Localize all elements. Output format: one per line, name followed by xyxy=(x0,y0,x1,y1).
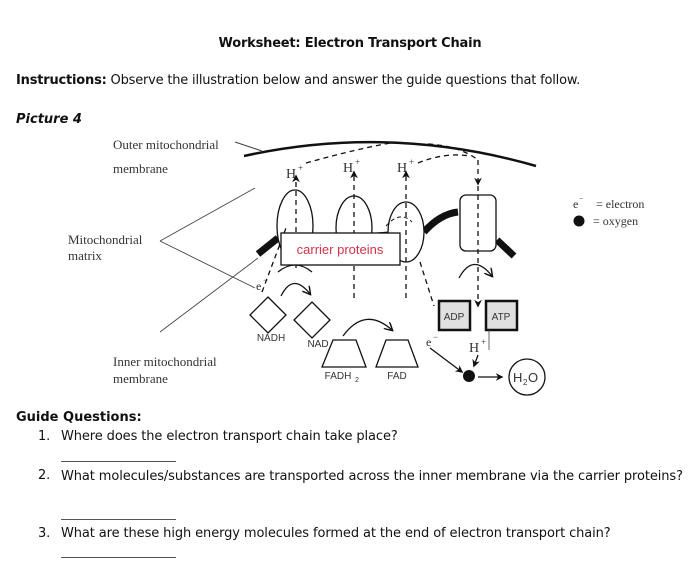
svg-text:2: 2 xyxy=(355,377,359,384)
inner-membrane-right xyxy=(421,208,459,235)
question-number: 1. xyxy=(38,429,51,444)
carrier-proteins-label: carrier proteins xyxy=(297,242,384,257)
question-text: Where does the electron transport chain … xyxy=(61,429,398,444)
legend-electron-text: = electron xyxy=(596,197,644,211)
legend: e − = electron = oxygen xyxy=(573,194,644,228)
svg-text:H: H xyxy=(397,161,407,176)
svg-text:+: + xyxy=(409,157,414,167)
svg-text:e: e xyxy=(426,335,431,349)
svg-text:H: H xyxy=(469,341,479,356)
proton-label-1: H+ xyxy=(286,163,303,182)
water-circle xyxy=(508,358,546,396)
fadh2-shape xyxy=(321,339,367,368)
svg-text:+: + xyxy=(481,337,486,347)
electron-label-1: e− xyxy=(256,275,268,293)
adp-label: ADP xyxy=(444,312,465,323)
matrix-label-2: matrix xyxy=(68,248,102,263)
inner-membrane xyxy=(255,235,281,257)
oxygen-dot xyxy=(463,370,475,382)
svg-text:−: − xyxy=(579,194,584,203)
svg-text:e: e xyxy=(256,279,261,293)
inner-membrane-label-2: membrane xyxy=(113,371,168,386)
inner-membrane-label-1: Inner mitochondrial xyxy=(113,354,217,369)
atp-synthase-curve-arrow xyxy=(458,263,492,279)
fad-label: FAD xyxy=(387,371,406,382)
matrix-leader-upper xyxy=(159,187,256,242)
svg-text:+: + xyxy=(355,157,360,167)
instructions-label: Instructions: xyxy=(16,73,107,88)
legend-oxygen-dot xyxy=(573,215,585,227)
electron-label-2: e− xyxy=(426,332,438,349)
picture-label: Picture 4 xyxy=(16,112,82,127)
outer-membrane-leader xyxy=(234,141,263,152)
answer-blank-2[interactable] xyxy=(61,519,176,520)
question-number: 2. xyxy=(38,468,51,483)
proton-label-4: H+ xyxy=(469,337,486,356)
legend-electron-symbol: e xyxy=(573,197,578,211)
svg-text:−: − xyxy=(433,332,438,342)
fadh2-curve-arrow xyxy=(342,318,392,337)
atp-label: ATP xyxy=(492,312,511,323)
svg-text:2: 2 xyxy=(523,378,528,387)
carrier-proteins-box xyxy=(280,232,401,266)
svg-text:+: + xyxy=(298,163,303,173)
outer-membrane-label-1: Outer mitochondrial xyxy=(113,137,219,152)
svg-text:O: O xyxy=(528,370,538,385)
nad-label: NAD xyxy=(307,339,328,350)
svg-text:−: − xyxy=(263,275,268,285)
svg-text:H: H xyxy=(343,161,353,176)
outer-membrane-label-2: membrane xyxy=(113,161,168,176)
nadh-curve-arrow xyxy=(280,282,310,297)
question-number: 3. xyxy=(38,526,51,541)
svg-text:FADH: FADH xyxy=(325,371,352,382)
legend-oxygen-text: = oxygen xyxy=(593,214,638,228)
proton-label-2: H+ xyxy=(343,157,360,176)
matrix-label-1: Mitochondrial xyxy=(68,232,143,247)
fad-shape xyxy=(375,339,419,368)
question-text: What are these high energy molecules for… xyxy=(61,526,611,541)
adp-box xyxy=(437,299,472,332)
nadh-shape xyxy=(249,296,287,334)
svg-text:H: H xyxy=(286,167,296,182)
matrix-leader-lower xyxy=(159,240,256,289)
instructions: Instructions: Observe the illustration b… xyxy=(16,73,580,88)
answer-blank-3[interactable] xyxy=(61,557,176,558)
question-text: What molecules/substances are transporte… xyxy=(61,469,683,484)
nadh-label: NADH xyxy=(257,333,285,344)
inner-membrane-end xyxy=(494,237,517,259)
answer-blank-1[interactable] xyxy=(61,461,176,462)
inner-membrane-leader xyxy=(159,257,259,333)
worksheet-title: Worksheet: Electron Transport Chain xyxy=(218,36,482,51)
svg-text:H: H xyxy=(513,370,522,385)
instructions-text: Observe the illustration below and answe… xyxy=(106,73,581,88)
guide-questions-heading: Guide Questions: xyxy=(16,410,142,425)
atp-box xyxy=(484,299,519,332)
proton-label-3: H+ xyxy=(397,157,414,176)
etc-diagram: Outer mitochondrial membrane Mitochondri… xyxy=(68,137,644,396)
outer-membrane xyxy=(243,140,537,168)
nad-shape xyxy=(293,301,331,339)
